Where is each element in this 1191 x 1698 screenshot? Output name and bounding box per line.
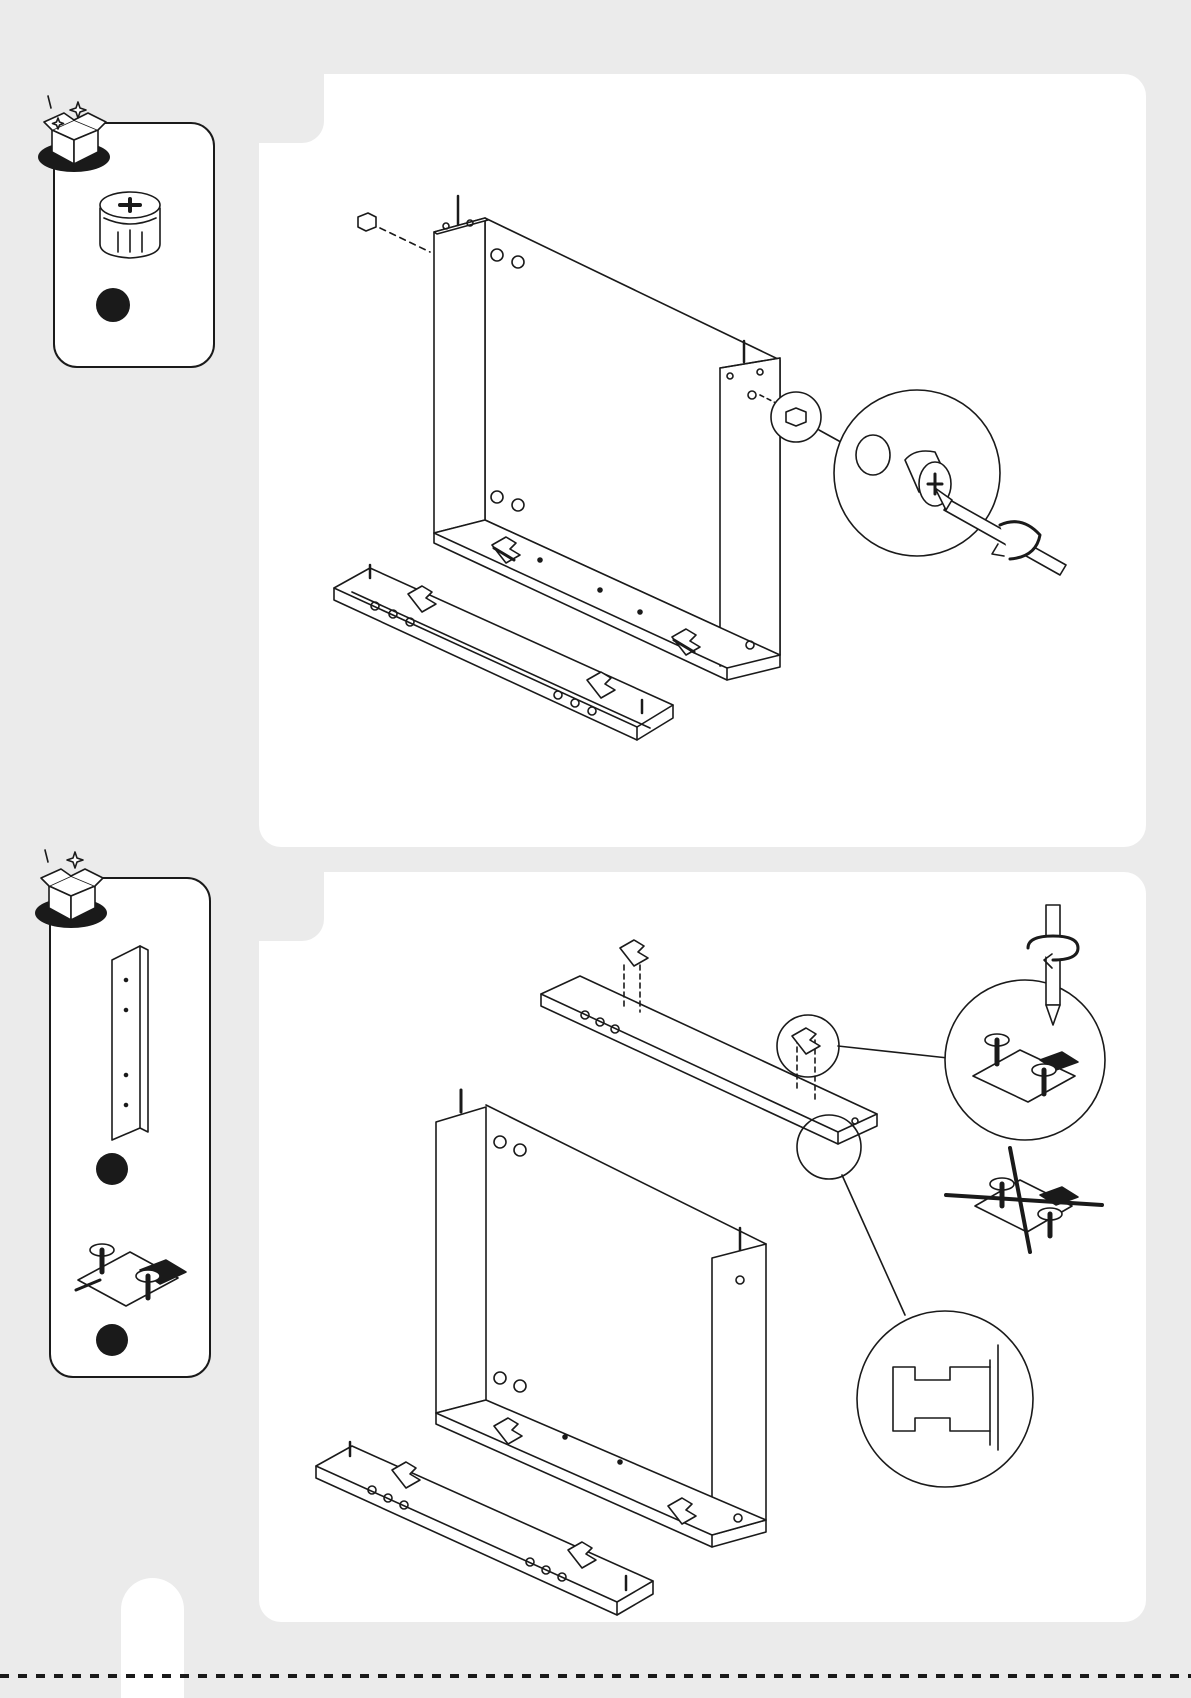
cabinet-frame-top bbox=[434, 196, 780, 680]
groove-profile-detail-circle bbox=[857, 1311, 1033, 1487]
part-marker-1 bbox=[96, 288, 130, 322]
mounting-plate-detail-circle bbox=[945, 980, 1105, 1140]
part-marker-3 bbox=[96, 1324, 128, 1356]
hinge-mounting-plate-icon bbox=[76, 1244, 186, 1306]
open-box-sparkle-icon bbox=[35, 850, 107, 928]
rail-board-icon bbox=[112, 946, 148, 1140]
cam-lock-icon bbox=[100, 192, 160, 258]
cabinet-frame-bottom bbox=[436, 1090, 766, 1547]
open-box-sparkle-icon bbox=[38, 96, 110, 172]
part-marker-2 bbox=[96, 1153, 128, 1185]
wrong-orientation-cross-icon bbox=[946, 1148, 1102, 1252]
